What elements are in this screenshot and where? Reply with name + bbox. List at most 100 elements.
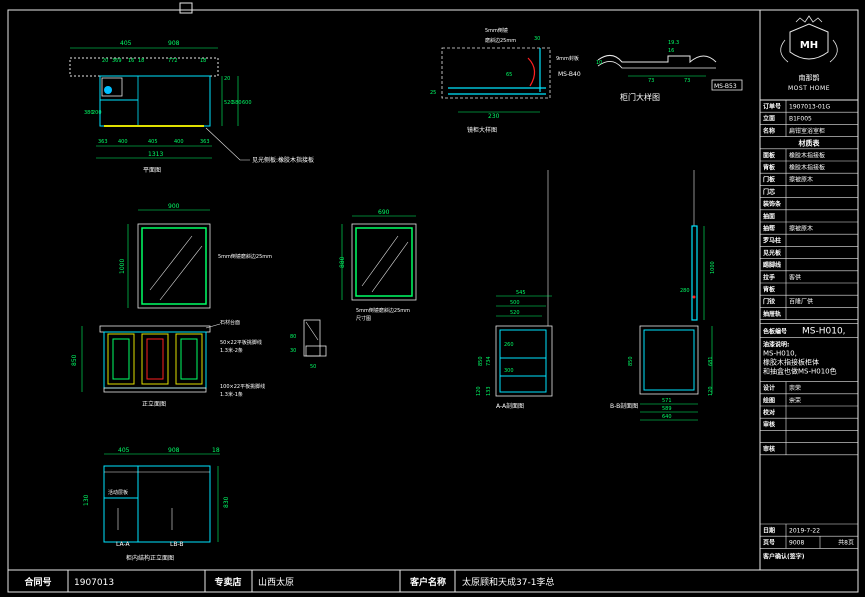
basin-dim-3: 65 <box>506 72 512 78</box>
plan-view: 405 908 20 369 16 18 772 18 20 520 580 6… <box>69 40 314 174</box>
mirror1-width: 900 <box>168 203 180 210</box>
contract-label: 合同号 <box>24 576 51 588</box>
sign-label: 设计 <box>763 384 775 392</box>
front-note-4: 100×22平板挑脚线 <box>220 383 265 390</box>
front-elevation: 850 石材台面 50×22平板挑脚线 1.3米-2条 100×22平板挑脚线 … <box>71 319 327 408</box>
mirror1-height: 1000 <box>119 259 126 274</box>
plan-dim-right-1: 20 <box>224 76 230 82</box>
secB-bot-2: 589 <box>662 406 672 412</box>
door-dim-2: 16 <box>668 48 674 54</box>
plan-note: 见光侧板:橡胶木指接板 <box>252 156 314 164</box>
tb-row-value: 扁钳室浴室柜 <box>789 127 825 135</box>
basin-detail: 5mm倒镜 磨斜边25mm 25 230 65 30 9mm封板 MS-B40 … <box>430 27 581 134</box>
tb-row-label: 名称 <box>763 127 775 135</box>
customer-value: 太原顾和天成37-1李总 <box>462 576 554 588</box>
secB-dim-4: 681 <box>708 356 714 366</box>
plan-dim-bot-1: 363 <box>98 139 108 145</box>
date-label: 日期 <box>763 527 775 535</box>
secA-dim-top-1: 545 <box>516 290 526 296</box>
plan-dim-left-2: 200 <box>92 110 102 116</box>
plan-dim-bot-2: 400 <box>118 139 128 145</box>
mirror2-note-2: 尺寸图 <box>356 315 371 322</box>
mirror2-note-1: 5mm倒镜磨斜边25mm <box>356 307 410 314</box>
footer-bar: 合同号 1907013 专卖店 山西太原 客户名称 太原顾和天成37-1李总 <box>8 569 858 592</box>
plan-dim-in-5: 772 <box>168 58 178 64</box>
plan-dim-right-4: 600 <box>242 100 252 106</box>
material-label: 拉手 <box>763 273 775 281</box>
sign-label: 审核 <box>763 445 775 453</box>
section-a-a: 545 500 520 850 734 120 133 260 300 A-A剖… <box>476 170 553 410</box>
color-note-line: 和抽盒也做MS-H010色 <box>763 367 837 376</box>
inner-dim-2: 908 <box>168 447 180 454</box>
sign-label: 审核 <box>763 421 775 429</box>
customer-label: 客户名称 <box>409 576 446 588</box>
profile-dim-2: 30 <box>290 348 296 354</box>
material-label: 抽帮 <box>763 225 775 233</box>
contract-value: 1907013 <box>74 578 114 588</box>
secA-caption: A-A剖面图 <box>496 402 524 410</box>
basin-dim-4: 30 <box>534 36 540 42</box>
tb-row-label: 订单号 <box>763 103 781 111</box>
inner-marker-b: LB-B <box>170 541 184 548</box>
mirror2-height: 880 <box>339 256 346 268</box>
mirror-view-1: 900 1000 5mm倒镜磨斜边25mm <box>119 203 272 309</box>
sign-value: 崇荣 <box>789 396 801 404</box>
material-label: 门板 <box>763 176 776 184</box>
material-label: 面板 <box>763 151 776 159</box>
page-value: 9008 <box>789 540 804 547</box>
sign-label: 绘图 <box>763 396 775 404</box>
plan-dim-top-2: 908 <box>168 40 180 47</box>
profile-dim-1: 80 <box>290 334 296 340</box>
secB-bot-1: 571 <box>662 398 672 404</box>
color-no-label: 色板编号 <box>763 328 787 336</box>
secA-dim-5: 260 <box>504 342 514 348</box>
plan-dim-in-6: 18 <box>200 58 206 64</box>
front-note-3: 1.3米-2条 <box>220 347 243 354</box>
basin-caption: 镜柜大样图 <box>467 126 497 134</box>
inner-dim-right: 830 <box>223 496 230 508</box>
mirror1-note: 5mm倒镜磨斜边25mm <box>218 253 272 260</box>
material-label: 见光板 <box>763 249 782 257</box>
material-value: 擦被原木 <box>789 225 813 233</box>
plan-dim-in-3: 16 <box>128 58 134 64</box>
color-note-line: MS-H010, <box>763 350 797 358</box>
sign-value: 崇荣 <box>789 384 801 392</box>
material-label: 背板 <box>763 286 776 294</box>
secA-dim-6: 300 <box>504 368 514 374</box>
page-label: 页号 <box>763 539 775 547</box>
front-height: 850 <box>71 354 78 366</box>
secB-dim-3: 850 <box>628 356 634 366</box>
material-value: 擦被原木 <box>789 176 813 184</box>
inner-dim-3: 18 <box>212 447 220 454</box>
tb-row-label: 立面 <box>763 115 775 123</box>
plan-dim-right-3: 580 <box>232 100 242 106</box>
sign-label: 校对 <box>763 409 775 417</box>
material-label: 抽面 <box>763 212 775 220</box>
plan-dim-left-1: 380 <box>84 110 94 116</box>
date-value: 2019-7-22 <box>789 528 820 535</box>
tb-row-value: 1907013-01G <box>789 104 831 111</box>
inner-caption: 柜内结构正立面图 <box>126 554 174 562</box>
color-no-value: MS-H010, <box>802 327 846 337</box>
material-label: 罗马柱 <box>763 237 781 245</box>
material-value: 客供 <box>789 273 801 281</box>
door-dim-3: 73 <box>648 78 654 84</box>
basin-label-2: MS-B40 <box>558 71 581 78</box>
plan-dim-bot-4: 400 <box>174 139 184 145</box>
plan-dim-in-1: 20 <box>102 58 108 64</box>
material-value: 橡胶木指接板 <box>789 164 825 172</box>
front-note-2: 50×22平板挑脚线 <box>220 339 262 346</box>
brand-name-en: MOST HOME <box>788 85 830 92</box>
basin-dim-2: 230 <box>488 113 500 120</box>
section-b-b: 1000 280 850 681 120 571 589 640 B-B剖面图 <box>610 170 716 421</box>
material-label: 装饰条 <box>762 200 782 208</box>
inner-structure: 405 908 18 130 830 活动层板 LA-A LB-B 柜内结构正立… <box>83 447 230 562</box>
door-caption: 柜门大样图 <box>620 92 660 102</box>
plan-dim-in-2: 369 <box>112 58 122 64</box>
tb-row-value: B1F005 <box>789 116 812 123</box>
door-label: MS-B53 <box>714 83 737 90</box>
door-dim-1: 19.3 <box>668 40 679 46</box>
page-total: 共8页 <box>838 539 854 547</box>
